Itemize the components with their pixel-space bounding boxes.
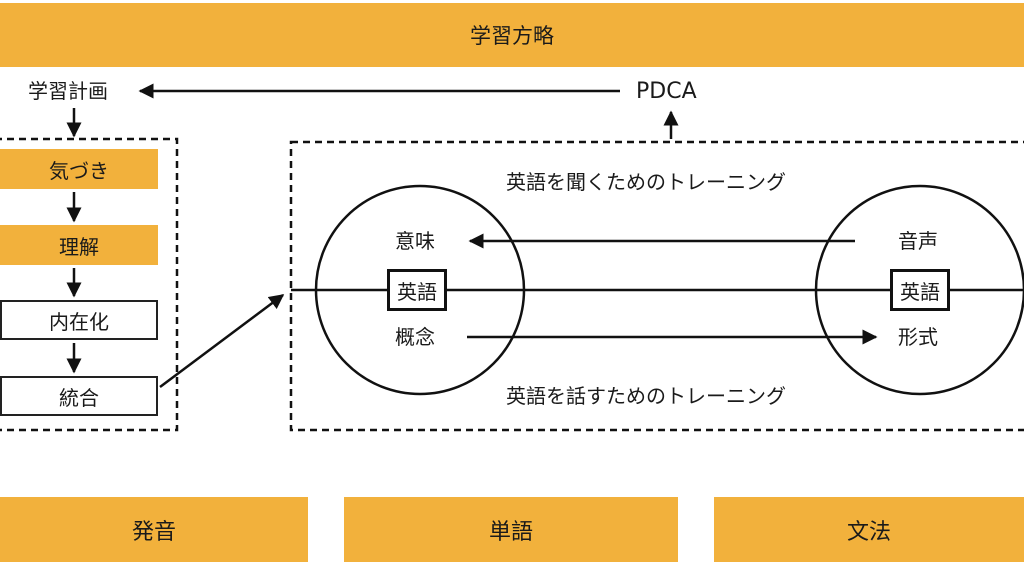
foundation-pronunciation: 発音 bbox=[0, 497, 308, 562]
english-box-right: 英語 bbox=[890, 269, 950, 311]
step-label: 統合 bbox=[59, 385, 99, 410]
step-awareness: 気づき bbox=[0, 149, 158, 189]
listening-training-label: 英語を聞くためのトレーニング bbox=[506, 170, 786, 194]
step-integration: 統合 bbox=[0, 376, 158, 416]
english-label: 英語 bbox=[397, 279, 437, 304]
integration-to-training-arrow bbox=[159, 293, 285, 389]
step-label: 気づき bbox=[49, 158, 109, 183]
foundation-label: 文法 bbox=[846, 519, 891, 545]
study-plan-label: 学習計画 bbox=[28, 79, 108, 103]
meaning-label: 意味 bbox=[395, 229, 435, 253]
concept-label: 概念 bbox=[395, 325, 435, 349]
step-label: 内在化 bbox=[49, 309, 109, 334]
strategy-header-bar: 学習方略 bbox=[0, 3, 1024, 67]
foundation-label: 単語 bbox=[488, 519, 533, 545]
step-understanding: 理解 bbox=[0, 225, 158, 265]
strategy-header-title: 学習方略 bbox=[470, 24, 554, 48]
foundation-vocabulary: 単語 bbox=[344, 497, 678, 562]
step-label: 理解 bbox=[59, 234, 99, 259]
form-label: 形式 bbox=[898, 325, 938, 349]
pdca-label: PDCA bbox=[636, 79, 697, 104]
step-internalization: 内在化 bbox=[0, 300, 158, 340]
sound-label: 音声 bbox=[898, 229, 938, 253]
foundation-grammar: 文法 bbox=[714, 497, 1024, 562]
english-box-left: 英語 bbox=[387, 269, 447, 311]
foundation-label: 発音 bbox=[131, 519, 176, 545]
english-label: 英語 bbox=[900, 279, 940, 304]
speaking-training-label: 英語を話すためのトレーニング bbox=[506, 384, 786, 408]
